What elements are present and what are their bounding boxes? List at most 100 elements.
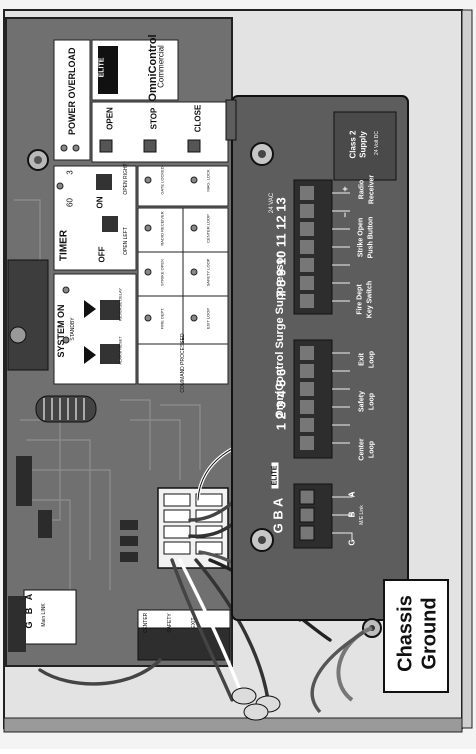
stop-button-label: STOP [149,107,159,130]
timer-label: TIMER [58,229,70,262]
strip-label-center: CENTER [143,612,149,634]
label-supply-note: 24 Volt DC [374,131,380,155]
enclosure-bottom-rail [3,717,463,733]
pcb-connector [7,259,49,371]
label-me-link: M/E Link [359,505,365,525]
system-on-label: SYSTEM ON [56,304,66,358]
terminal-numbers-a: G B A [270,497,286,534]
terminal-block-c [293,179,333,315]
made-in-label: MADE IN USA [109,50,115,84]
terminal-numbers-c: 7 8 9 10 11 12 13 [273,197,289,298]
off-label: OFF [97,246,107,263]
label-class2-sub: Supply [358,131,368,158]
main-link-label: Main LINK [41,603,47,627]
bottom-terminal-labels [137,609,231,629]
voltage-label: 24 VAC [269,192,275,214]
main-link-terminal-a: A [24,593,34,601]
open-button[interactable] [99,139,113,153]
pcb-chip [38,510,52,538]
class2-supply-plate [333,111,397,181]
label-center-loop: Center [358,438,366,461]
led-label: CENTER LOOP [205,214,211,243]
label-strike-open: Strike Open [357,217,365,258]
minus-symbol: − [340,212,350,218]
power-overload-label: POWER OVERLOAD [67,47,77,135]
label-exit-loop: Exit [358,353,366,366]
open-button-label: OPEN [105,107,115,130]
open-right-label: OPEN RIGHT [123,163,129,195]
label-a: A [347,491,357,498]
alarm-reset-button[interactable] [100,344,120,364]
standoff-icon [34,156,42,164]
led-label: FIRE DEPT. [159,307,165,330]
label-class2: Class 2 [348,130,358,159]
main-link-terminal-b: B [24,607,34,615]
timer-value-60: 60 [65,198,75,207]
on-off-switch[interactable] [102,216,118,232]
brand-badge-label: ELITE [98,57,106,78]
plus-symbol: + [340,186,350,192]
main-link-terminal-g: G [24,621,34,629]
pcb-chip [120,536,138,546]
timer-panel [53,165,137,271]
terminal-block-a [293,483,333,549]
strip-label-safety: SAFETY [167,613,173,633]
label-exit-loop-sub: Loop [368,350,376,369]
terminal-numbers-b: 1 2 3 4 5 6 [273,368,289,431]
led-label: MAG. LOCK [205,169,211,192]
lock-led-panel [137,165,229,207]
close-button-label: CLOSE [193,104,203,133]
inductor-windings [43,398,85,420]
label-radio-sub: Receiver [368,174,376,205]
chassis-ground-line2: Ground [418,597,441,670]
product-sub-label: Commercial [156,45,166,88]
ground-wire [310,630,365,714]
label-b: B [347,511,357,518]
mounting-standoffs [250,142,274,552]
label-fire-dept: Fire Dept [356,284,364,315]
reverse-delay-label: REVERSE DELAY [117,287,123,322]
button-panel [91,101,229,163]
reverse-delay-switch[interactable] [100,300,120,320]
led-label: SAFETY LOOP [205,258,211,287]
label-strike-open-sub: Push Button [367,216,375,259]
timer-dial[interactable] [96,174,112,190]
command-processed-label: COMMAND PROCESSED [180,333,186,393]
close-button[interactable] [187,139,201,153]
main-link-block [8,596,26,652]
stop-button[interactable] [143,139,157,153]
main-link-terminal [23,589,77,645]
status-leds [56,144,198,344]
on-label: ON [95,196,105,209]
pcb-chip [120,552,138,562]
label-g: G [347,539,357,546]
timer-value-3: 3 [65,170,75,175]
standby-label: STANDBY [70,317,76,341]
triangle-icon [84,346,96,364]
label-center-loop-sub: Loop [368,440,376,459]
led-label: EXIT LOOP [205,307,211,330]
brand-badge [98,46,118,94]
label-safety-loop-sub: Loop [368,392,376,411]
wire-nuts [231,687,281,721]
terminal-leads [332,192,353,540]
power-overload-panel [53,39,91,161]
pcb-chip [16,456,32,506]
enclosure-edge [461,9,473,729]
triangle-icon [84,300,96,318]
screw-icon [9,326,27,344]
chassis-ground-line1: Chassis [394,595,417,672]
open-left-label: OPEN LEFT [123,227,129,255]
strip-label-exit: EXIT [191,617,197,629]
chassis-ground-callout [383,579,449,693]
led-label: GATE LOCKED [159,166,165,195]
suppressor-tab [225,99,237,141]
label-safety-loop: Safety [358,391,366,413]
led-label: RADIO RECEIVER [159,211,165,246]
label-fire-dept-sub: Key Switch [366,280,374,319]
led-label: STRIKE OPEN [159,259,165,286]
alarm-reset-label: ALARM RESET [117,336,123,365]
pcb-chip [120,520,138,530]
